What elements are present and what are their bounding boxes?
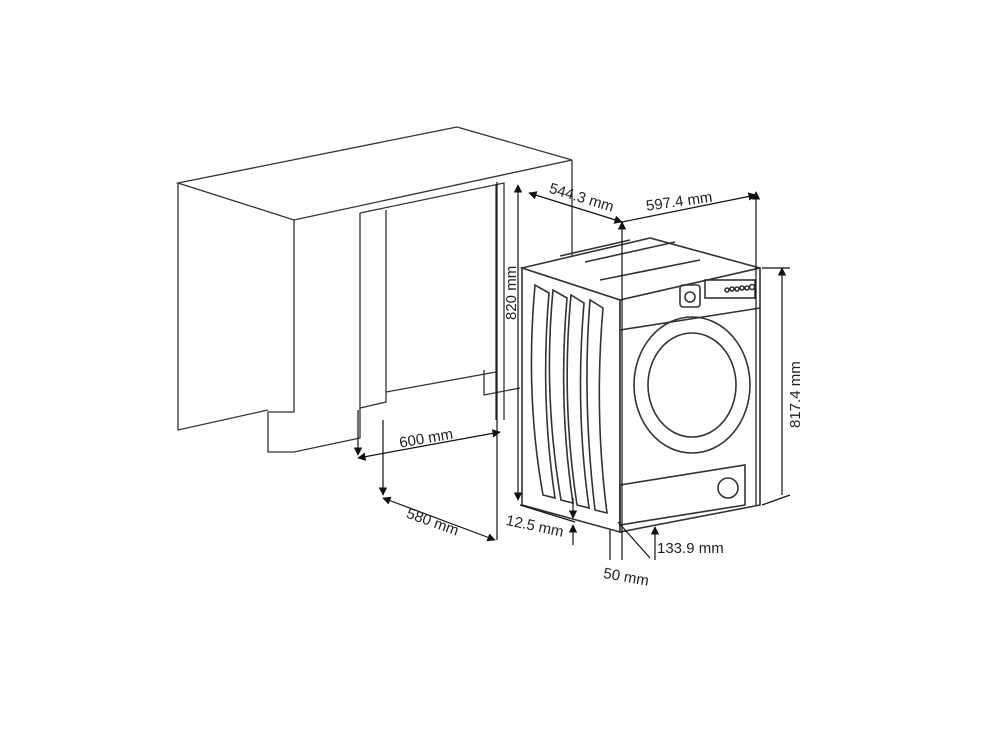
control-buttons bbox=[724, 283, 756, 293]
door-ring bbox=[633, 316, 751, 454]
label-machine-height: 817.4 mm bbox=[787, 361, 804, 428]
label-plinth-height: 133.9 mm bbox=[657, 540, 724, 557]
kitchen-cabinet bbox=[175, 126, 573, 453]
dimension-lines bbox=[353, 182, 791, 560]
washing-machine bbox=[519, 237, 761, 534]
door-glass bbox=[647, 332, 737, 438]
label-cabinet-height: 820 mm bbox=[503, 265, 520, 320]
